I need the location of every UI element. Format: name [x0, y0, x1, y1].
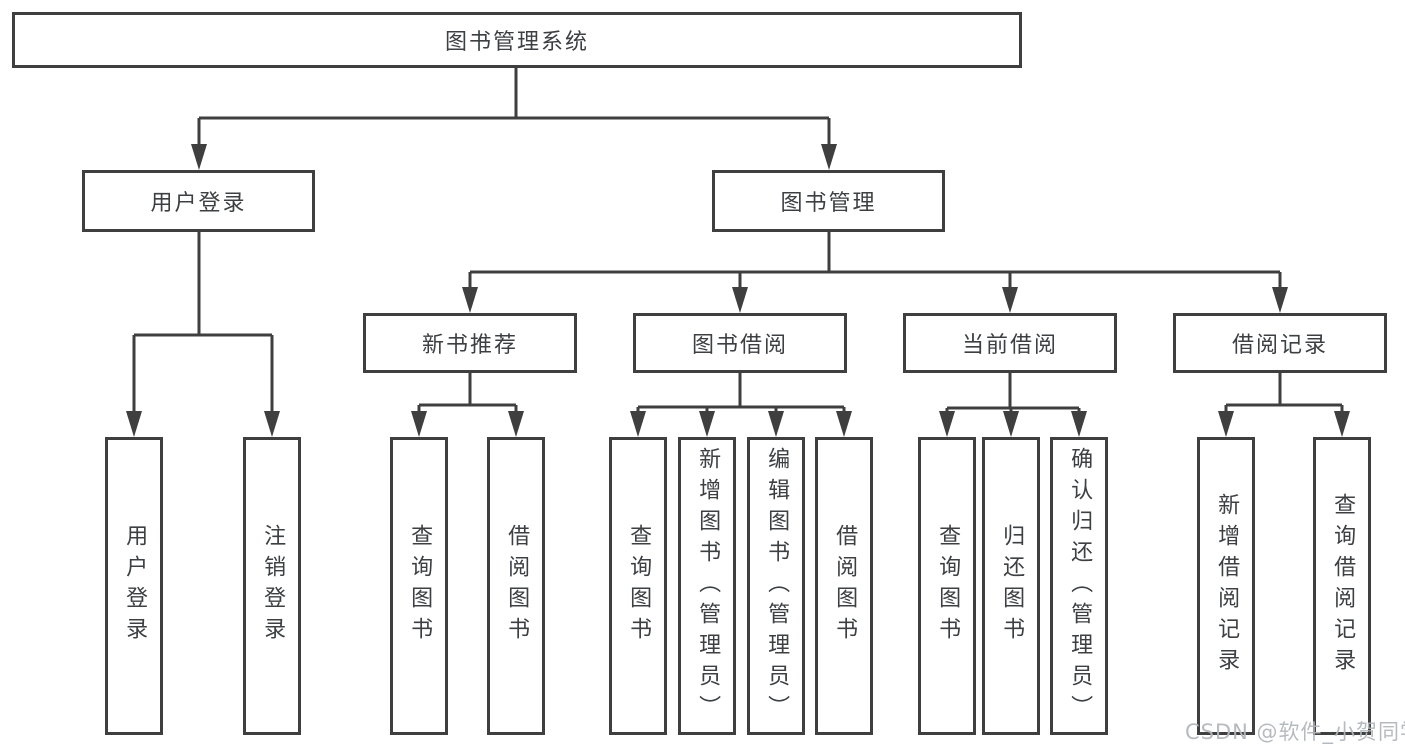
arrowhead-icon	[264, 411, 280, 437]
leaf-add-books-admin: 新增图书（管理员）	[678, 437, 736, 735]
leaf-logout: 注销登录	[243, 437, 301, 735]
node-library-system: 图书管理系统	[12, 12, 1022, 68]
leaf-query-books-borrow: 查询图书	[609, 437, 667, 735]
arrowhead-icon	[1071, 411, 1087, 437]
arrowhead-icon	[508, 411, 524, 437]
leaf-borrow-books-recommend: 借阅图书	[487, 437, 545, 735]
leaf-add-borrow-record: 新增借阅记录	[1197, 437, 1255, 735]
leaf-query-books-recommend: 查询图书	[390, 437, 448, 735]
node-new-book-recommend: 新书推荐	[363, 313, 577, 373]
node-book-management: 图书管理	[712, 170, 945, 232]
arrowhead-icon	[1003, 411, 1019, 437]
node-user-login: 用户登录	[82, 170, 315, 232]
connector-root-to-level2	[197, 68, 831, 146]
arrowhead-icon	[411, 411, 427, 437]
connector-new-book-rec-to-children	[417, 373, 518, 413]
arrowhead-icon	[1272, 287, 1288, 313]
node-borrowing-records: 借阅记录	[1173, 313, 1387, 373]
node-book-borrowing: 图书借阅	[633, 313, 847, 373]
leaf-query-books-current: 查询图书	[918, 437, 976, 735]
arrowhead-icon	[1002, 287, 1018, 313]
arrowhead-icon	[1334, 411, 1350, 437]
leaf-confirm-return-admin: 确认归还（管理员）	[1050, 437, 1108, 735]
arrowhead-icon	[821, 144, 837, 170]
arrowhead-icon	[191, 144, 207, 170]
arrowhead-icon	[462, 287, 478, 313]
leaf-edit-books-admin: 编辑图书（管理员）	[747, 437, 805, 735]
leaf-return-books: 归还图书	[982, 437, 1040, 735]
arrowhead-icon	[126, 411, 142, 437]
arrowhead-icon	[768, 411, 784, 437]
leaf-borrow-books: 借阅图书	[815, 437, 873, 735]
leaf-user-login: 用户登录	[105, 437, 163, 735]
leaf-query-borrow-record: 查询借阅记录	[1313, 437, 1371, 735]
csdn-watermark: CSDN @软件_小贺同学	[1185, 720, 1405, 744]
connector-borrow-records-to-children	[1224, 373, 1344, 413]
node-current-borrowing: 当前借阅	[903, 313, 1117, 373]
connector-book-mgmt-to-level3	[468, 232, 1282, 289]
arrowhead-icon	[630, 411, 646, 437]
arrowhead-icon	[939, 411, 955, 437]
connector-user-login-to-children	[132, 232, 274, 413]
arrowhead-icon	[732, 287, 748, 313]
connector-current-borrow-to-children	[945, 373, 1081, 413]
connector-book-borrow-to-children	[636, 373, 846, 413]
arrowhead-icon	[1218, 411, 1234, 437]
arrowhead-icon	[836, 411, 852, 437]
arrowhead-icon	[699, 411, 715, 437]
